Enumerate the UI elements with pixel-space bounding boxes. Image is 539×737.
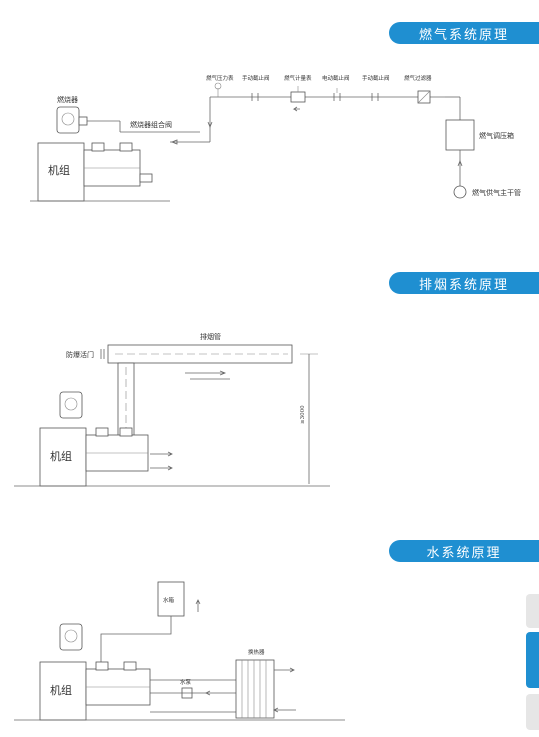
flue-pipe <box>107 344 293 442</box>
gas-system-diagram: 燃烧器 机组 燃烧器组合阀 燃气压力表 手动截止阀 燃气计量表 电动截止阀 <box>30 74 521 202</box>
burner-shape <box>59 391 83 419</box>
heat-exchanger-label: 换热器 <box>248 648 265 656</box>
flue-label: 排烟管 <box>200 332 221 341</box>
burner-label: 燃烧器 <box>57 95 78 104</box>
heat-exchanger <box>235 659 275 719</box>
solenoid-valve <box>333 88 341 101</box>
explosion-vent-label: 防爆活门 <box>66 350 94 359</box>
unit-label: 机组 <box>50 449 72 463</box>
height-dimension: ≥3000 <box>300 405 306 424</box>
burner-valve-group-label: 燃烧器组合阀 <box>130 120 172 129</box>
gas-filter-label: 燃气过滤器 <box>404 74 432 82</box>
unit-label: 机组 <box>50 683 72 697</box>
water-tank <box>157 581 185 617</box>
manual-valve-2 <box>371 93 379 101</box>
unit-body <box>39 427 149 487</box>
unit-body <box>30 142 170 202</box>
side-tab-bottom[interactable] <box>526 694 539 730</box>
smoke-system-title: 排烟系统原理 <box>389 272 539 294</box>
pump-label: 水泵 <box>180 678 192 686</box>
gas-meter-label: 燃气计量表 <box>284 74 312 82</box>
gas-system-title: 燃气系统原理 <box>389 22 539 44</box>
gas-main-label: 燃气供气主干管 <box>472 188 521 197</box>
gas-meter <box>290 86 306 103</box>
water-system-diagram: 水箱 机组 水泵 换热器 <box>14 581 345 721</box>
gas-filter <box>417 90 431 104</box>
manual-valve-1 <box>251 93 259 101</box>
solenoid-valve-label: 电动截止阀 <box>322 74 350 82</box>
burner-shape <box>59 623 83 651</box>
smoke-system-diagram: 排烟管 防爆活门 ≥3000 机组 <box>14 332 330 487</box>
unit-label: 机组 <box>48 163 70 177</box>
water-tank-label: 水箱 <box>163 596 175 604</box>
unit-body <box>39 661 151 721</box>
side-tab-top[interactable] <box>526 594 539 628</box>
side-tab-active[interactable] <box>526 632 539 688</box>
manual-valve-2-label: 手动截止阀 <box>362 74 390 82</box>
pressure-regulator-label: 燃气调压箱 <box>479 131 514 140</box>
pressure-regulator-box <box>445 119 475 151</box>
water-system-title: 水系统原理 <box>389 540 539 562</box>
burner-shape <box>56 106 88 134</box>
gas-main-pipe <box>453 185 467 199</box>
manual-valve-1-label: 手动截止阀 <box>242 74 270 82</box>
pressure-gauge-label: 燃气压力表 <box>206 74 234 82</box>
